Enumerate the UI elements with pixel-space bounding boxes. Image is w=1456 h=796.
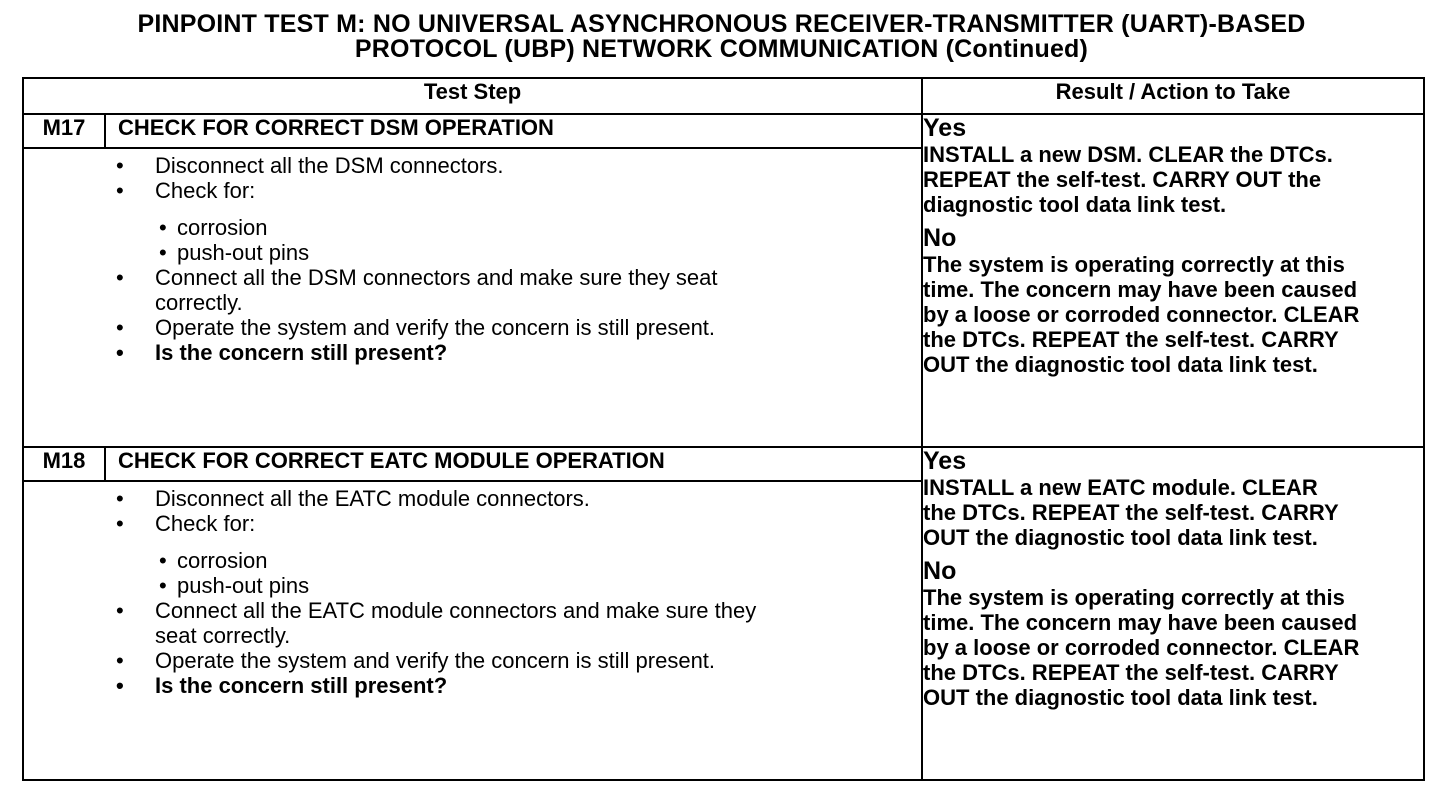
sub-list-item: •push-out pins — [159, 240, 310, 265]
list-item: •Disconnect all the DSM connectors. — [116, 153, 504, 178]
list-item: •Disconnect all the EATC module connecto… — [116, 486, 590, 511]
result-no-line: The system is operating correctly at thi… — [923, 585, 1345, 610]
list-item: •Check for: •corrosion •push-out pins — [105, 178, 921, 265]
step-title: CHECK FOR CORRECT DSM OPERATION — [103, 113, 924, 149]
step-id: M18 — [22, 446, 106, 482]
header-result-action: Result / Action to Take — [921, 77, 1426, 115]
list-item: •Connect all the EATC module connectors … — [116, 598, 757, 648]
result-no-line: time. The concern may have been caused — [923, 610, 1358, 635]
result-no-label: No — [923, 557, 957, 585]
table-header-row: Test Step Result / Action to Take — [21, 77, 1426, 115]
result-no-line: OUT the diagnostic tool data link test. — [923, 352, 1318, 377]
page-title: PINPOINT TEST M: NO UNIVERSAL ASYNCHRONO… — [0, 12, 1443, 62]
result-block: Yes INSTALL a new EATC module. CLEAR the… — [923, 447, 1423, 711]
result-yes-label: Yes — [923, 114, 967, 142]
list-item: •Connect all the DSM connectors and make… — [116, 265, 718, 315]
result-block: Yes INSTALL a new DSM. CLEAR the DTCs. R… — [923, 114, 1423, 378]
list-item: •Operate the system and verify the conce… — [116, 315, 716, 340]
result-yes-line: OUT the diagnostic tool data link test. — [923, 525, 1318, 550]
step-header-row: M17 CHECK FOR CORRECT DSM OPERATION Yes … — [22, 113, 1426, 448]
sub-list-item: •corrosion — [159, 215, 268, 240]
result-no-label: No — [923, 224, 957, 252]
result-no-line: by a loose or corroded connector. CLEAR — [923, 302, 1360, 327]
result-no-line: The system is operating correctly at thi… — [923, 252, 1345, 277]
instruction-list: •Disconnect all the EATC module connecto… — [105, 486, 921, 698]
result-yes-line: INSTALL a new DSM. CLEAR the DTCs. — [923, 142, 1333, 167]
instruction-list: •Disconnect all the DSM connectors. •Che… — [105, 153, 921, 365]
result-no-line: the DTCs. REPEAT the self-test. CARRY — [923, 660, 1339, 685]
step-instructions: •Disconnect all the DSM connectors. •Che… — [105, 148, 924, 448]
title-line-2: PROTOCOL (UBP) NETWORK COMMUNICATION (Co… — [354, 35, 1089, 63]
result-yes-line: INSTALL a new EATC module. CLEAR — [923, 475, 1318, 500]
step-body-row: •Disconnect all the EATC module connecto… — [22, 481, 1424, 781]
list-item-question: •Is the concern still present? — [116, 340, 448, 365]
title-line-1: PINPOINT TEST M: NO UNIVERSAL ASYNCHRONO… — [137, 10, 1306, 38]
result-yes-line: the DTCs. REPEAT the self-test. CARRY — [923, 500, 1339, 525]
result-yes-line: diagnostic tool data link test. — [923, 192, 1227, 217]
step-id: M17 — [22, 113, 106, 149]
result-no-line: the DTCs. REPEAT the self-test. CARRY — [923, 327, 1339, 352]
list-item: •Operate the system and verify the conce… — [116, 648, 716, 673]
sub-list-item: •push-out pins — [159, 573, 310, 598]
step-body-row: •Disconnect all the DSM connectors. •Che… — [22, 148, 1424, 448]
result-no-line: time. The concern may have been caused — [923, 277, 1358, 302]
result-yes-line: REPEAT the self-test. CARRY OUT the — [923, 167, 1322, 192]
step-result-cell: Yes INSTALL a new DSM. CLEAR the DTCs. R… — [921, 113, 1426, 448]
list-item-question: •Is the concern still present? — [116, 673, 448, 698]
step-title: CHECK FOR CORRECT EATC MODULE OPERATION — [103, 446, 924, 482]
step-header-row: M18 CHECK FOR CORRECT EATC MODULE OPERAT… — [22, 446, 1426, 781]
sub-list: •corrosion •push-out pins — [155, 215, 921, 265]
result-no-line: OUT the diagnostic tool data link test. — [923, 685, 1318, 710]
sub-list: •corrosion •push-out pins — [155, 548, 921, 598]
header-test-step: Test Step — [21, 77, 924, 115]
pinpoint-test-table: Test Step Result / Action to Take M17 CH… — [21, 77, 1426, 781]
step-instructions: •Disconnect all the EATC module connecto… — [105, 481, 924, 781]
result-no-line: by a loose or corroded connector. CLEAR — [923, 635, 1360, 660]
step-result-cell: Yes INSTALL a new EATC module. CLEAR the… — [921, 446, 1426, 781]
list-item: •Check for: •corrosion •push-out pins — [105, 511, 921, 598]
sub-list-item: •corrosion — [159, 548, 268, 573]
result-yes-label: Yes — [923, 447, 967, 475]
